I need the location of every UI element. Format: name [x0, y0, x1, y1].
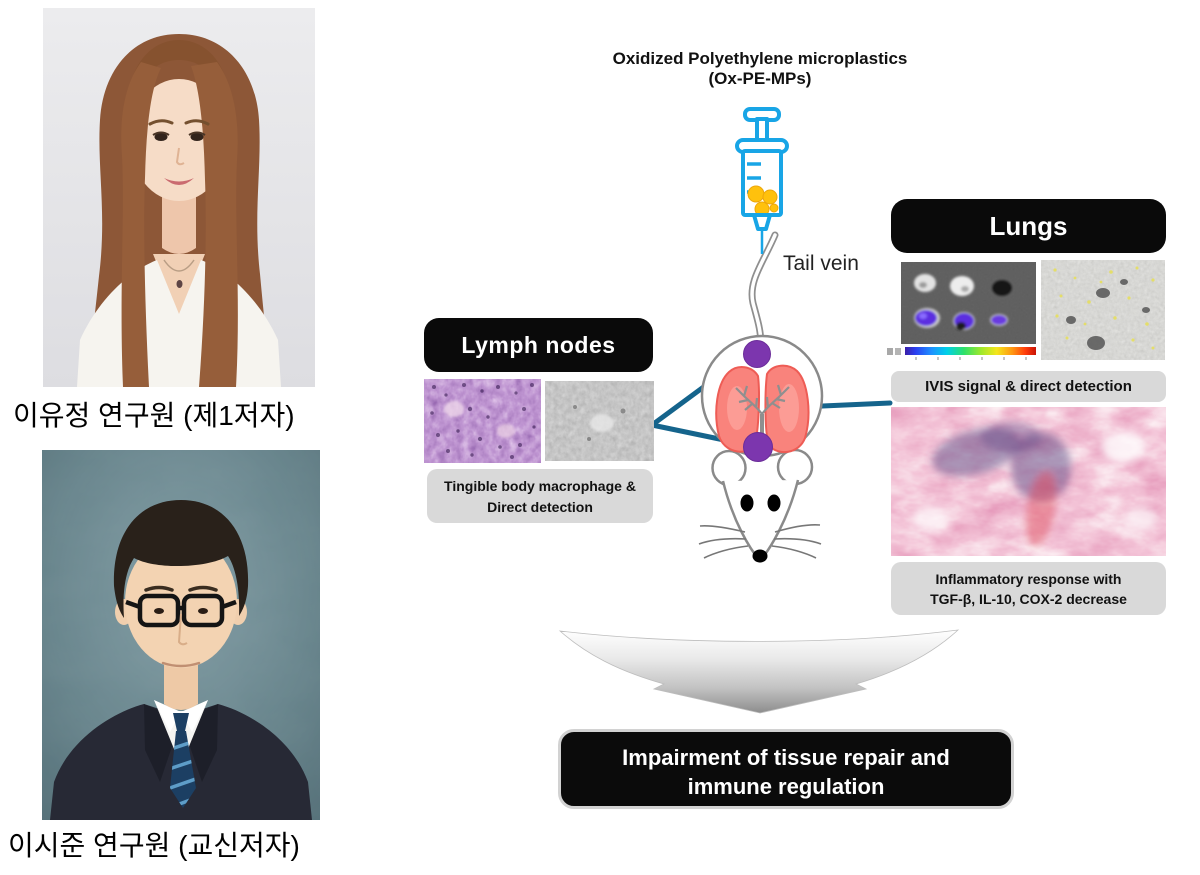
ivis-colorbar	[886, 344, 1038, 362]
tail-vein-label: Tail vein	[783, 252, 859, 275]
connector-line-bottom-node	[649, 422, 756, 449]
corresponding-author-caption: 이시준 연구원 (교신저자)	[8, 830, 300, 861]
lymph-node-top-marker	[743, 340, 771, 368]
man-portrait-illustration	[42, 450, 320, 820]
lymph-nodes-banner: Lymph nodes	[424, 318, 653, 372]
inflammation-caption-line1: Inflammatory response with	[935, 571, 1122, 587]
first-author-photo	[43, 8, 315, 387]
lymph-node-bottom-marker	[743, 432, 773, 462]
ivis-image	[901, 262, 1036, 344]
mouse-illustration	[698, 334, 824, 563]
lymph-microscopy-image	[545, 381, 654, 461]
figure-title: Oxidized Polyethylene microplastics (Ox-…	[570, 49, 950, 89]
lymph-histology-image	[424, 379, 541, 463]
connector-line-top-node	[649, 352, 750, 428]
lung-histology-image	[891, 407, 1166, 556]
glasses	[125, 593, 237, 628]
connector-line-lungs	[797, 400, 893, 410]
mouse-eye-left	[740, 494, 754, 512]
mouse-whiskers	[698, 524, 822, 559]
conclusion-line1: Impairment of tissue repair and	[622, 745, 950, 770]
lymph-caption-line1: Tingible body macrophage &	[444, 478, 636, 494]
lungs-banner: Lungs	[891, 199, 1166, 253]
mouse-nose	[752, 549, 768, 563]
microplastics-in-syringe	[747, 185, 779, 217]
ivis-caption-box: IVIS signal & direct detection	[891, 371, 1166, 402]
lymph-caption-box: Tingible body macrophage & Direct detect…	[427, 469, 653, 523]
corresponding-author-photo	[42, 450, 320, 820]
inflammation-caption-line2: TGF-β, IL-10, COX-2 decrease	[930, 591, 1127, 607]
lungs-illustration	[715, 364, 810, 454]
mouse-eye-right	[767, 494, 781, 512]
figure-title-line1: Oxidized Polyethylene microplastics	[612, 49, 908, 68]
woman-portrait-illustration	[43, 8, 315, 387]
lymph-caption-line2: Direct detection	[487, 499, 593, 515]
syringe-icon	[735, 107, 789, 254]
connector-lines	[649, 352, 893, 449]
figure-title-line2: (Ox-PE-MPs)	[708, 69, 812, 88]
inflammation-caption-box: Inflammatory response with TGF-β, IL-10,…	[891, 562, 1166, 615]
mouse-tail	[748, 231, 779, 341]
conclusion-box: Impairment of tissue repair and immune r…	[558, 729, 1014, 809]
lung-microscopy-image	[1041, 260, 1165, 360]
bronchial-tree	[735, 384, 790, 452]
conclusion-line2: immune regulation	[687, 774, 885, 799]
down-arrow	[558, 629, 960, 714]
first-author-caption: 이유정 연구원 (제1저자)	[13, 400, 295, 431]
